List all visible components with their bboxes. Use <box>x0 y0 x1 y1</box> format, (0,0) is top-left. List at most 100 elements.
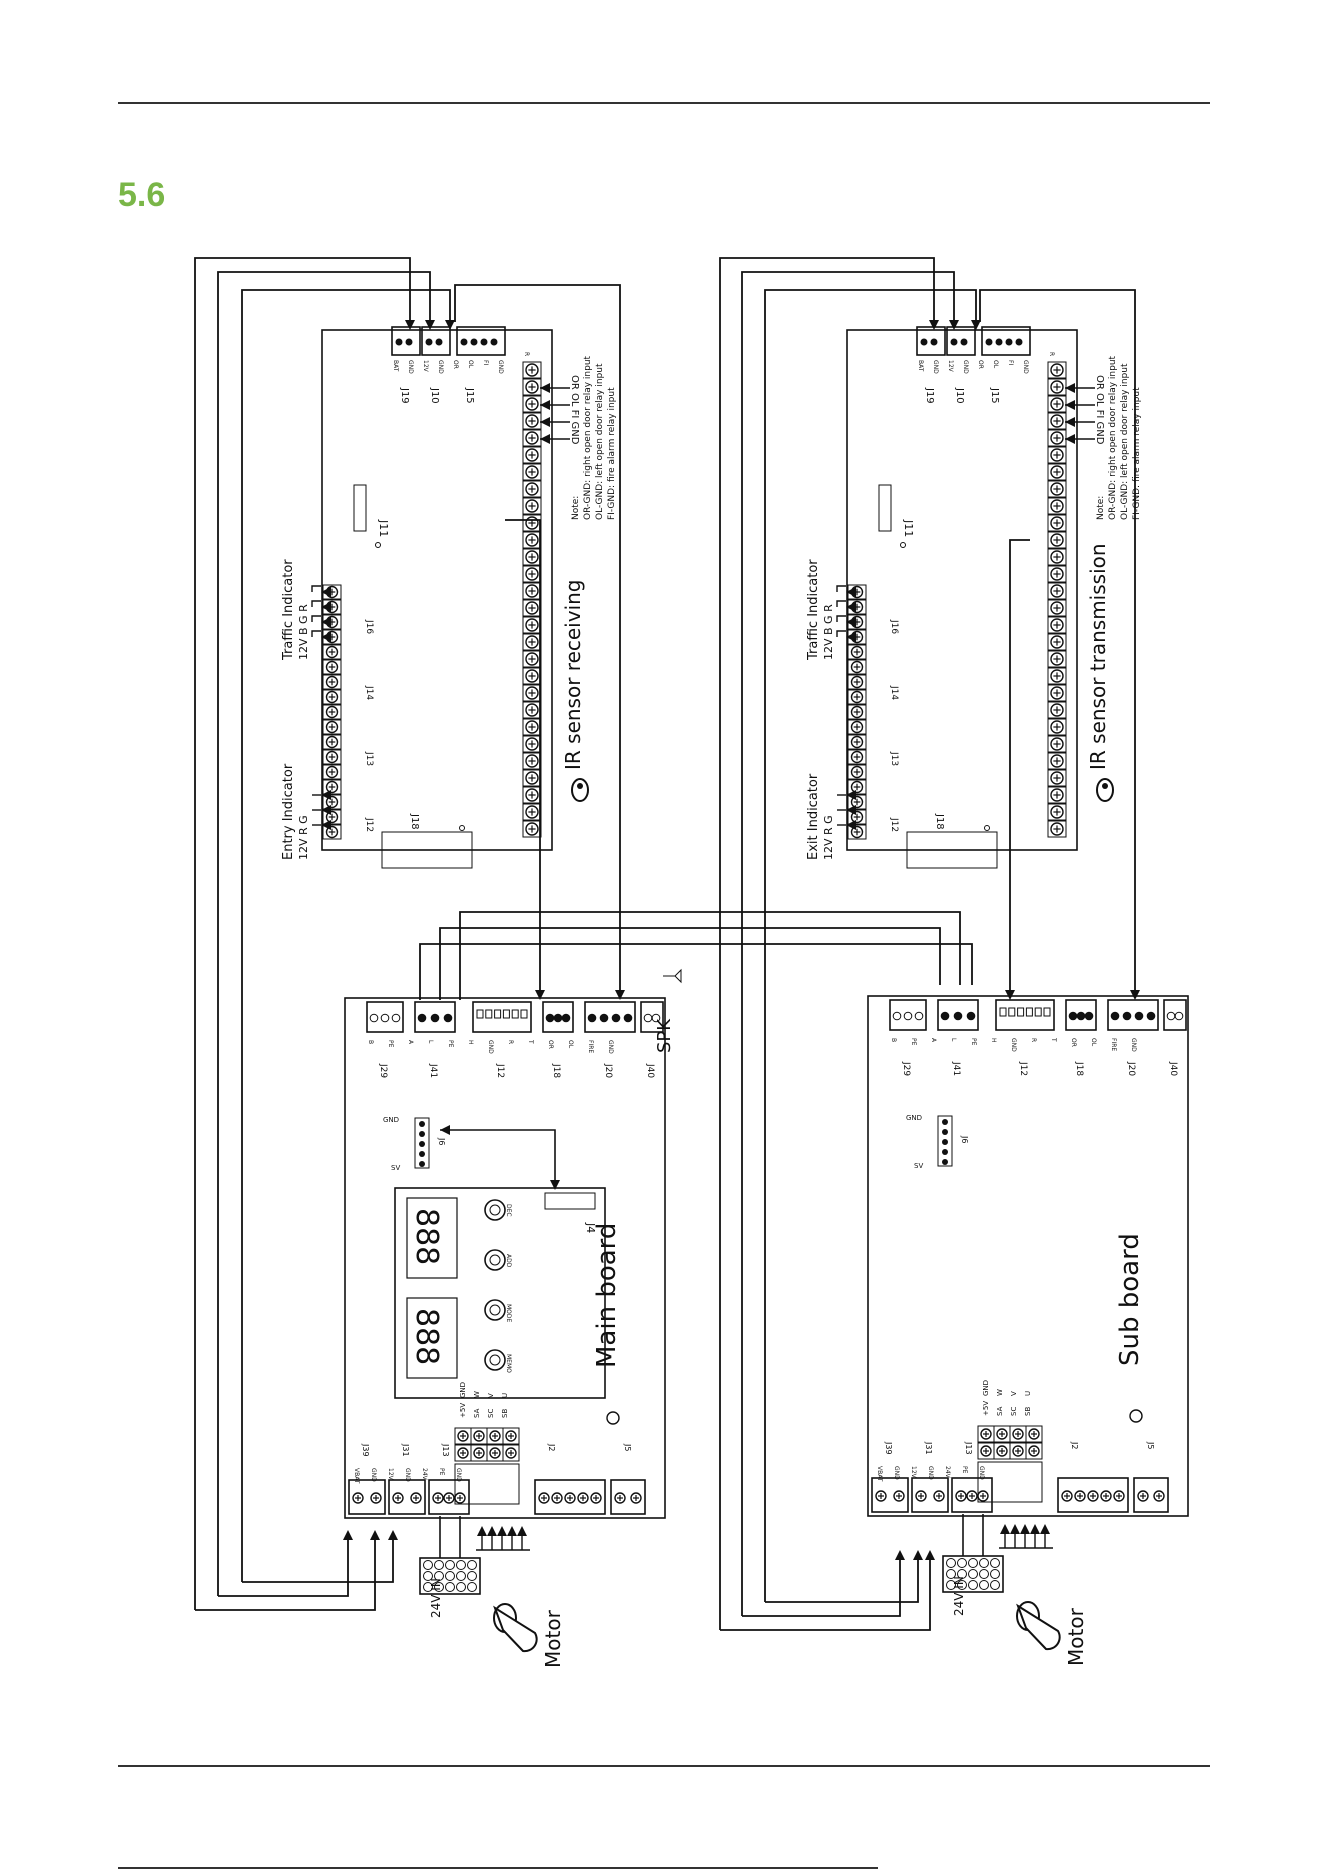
left-ind-arrow-0 <box>321 790 331 800</box>
left-j6-body <box>414 1117 430 1169</box>
left-traffic-arrow-0 <box>321 587 331 597</box>
left-ind-block-3: J12 <box>364 817 374 832</box>
right-top-dot-4-3 <box>1146 1011 1156 1021</box>
left-top-dot-0-2 <box>391 1013 401 1023</box>
right-top-pin-6: GND <box>1010 1038 1017 1052</box>
left-rterm-box-15 <box>522 616 542 634</box>
left-top-header-2: J12 <box>495 1063 505 1078</box>
left-j18-label: J18 <box>409 813 420 830</box>
right-j11-dot <box>900 542 906 548</box>
left-note-2: OL-GND: left open door relay input <box>595 363 605 520</box>
right-top-conn-1 <box>937 999 979 1031</box>
left-io-dot-2-2 <box>480 338 488 346</box>
right-ind-arrow-0 <box>846 790 856 800</box>
left-display-panel <box>394 1187 606 1399</box>
left-bot-pin-5: PE <box>438 1468 445 1476</box>
right-bot-conn-1 <box>911 1477 949 1513</box>
left-top-dot-1-0 <box>417 1013 427 1023</box>
left-lterm-box-4 <box>322 644 342 660</box>
right-j6-gnd: GND <box>906 1114 922 1122</box>
left-input-header: OR OL FI GND <box>569 375 580 445</box>
left-j6-sv: SV <box>391 1164 400 1172</box>
right-input-header: OR OL FI GND <box>1094 375 1105 445</box>
right-motor-arrow-0 <box>1000 1524 1010 1534</box>
left-note-1: OR-GND: right open door relay input <box>583 355 593 520</box>
right-bot-header-3: J2 <box>1070 1441 1079 1449</box>
right-top-pin-8: T <box>1050 1037 1057 1042</box>
left-board-hole <box>606 1411 620 1425</box>
left-j6-pin-1 <box>419 1131 425 1137</box>
right-j12-pin-1 <box>1008 1007 1016 1017</box>
right-rterm-box-10 <box>1047 531 1067 549</box>
left-top-dot-3-1 <box>553 1013 563 1023</box>
left-rterm-box-20 <box>522 701 542 719</box>
left-io-pin-1: GND <box>407 360 414 374</box>
right-top-dot-5-0 <box>1166 1011 1176 1021</box>
right-j18-label: J18 <box>934 813 945 830</box>
right-rterm-box-9 <box>1047 514 1067 532</box>
left-top-conn-3 <box>542 1001 574 1033</box>
right-motor-arrow-1 <box>1010 1524 1020 1534</box>
left-j6-j4-cable <box>440 1129 556 1180</box>
right-rterm-box-1 <box>1047 378 1067 396</box>
left-rterm-box-1 <box>522 378 542 396</box>
right-traffic-label: Traffic Indicator <box>806 559 821 661</box>
right-note-1: OR-GND: right open door relay input <box>1108 355 1118 520</box>
left-top-dot-5-0 <box>643 1013 653 1023</box>
right-rterm-box-3 <box>1047 412 1067 430</box>
right-j1-pin-1: SA <box>996 1406 1004 1416</box>
right-power-pin-0-0 <box>946 1558 956 1568</box>
right-rterm-box-21 <box>1047 718 1067 736</box>
left-top-header-0: J29 <box>378 1063 388 1078</box>
right-bot-header-0: J39 <box>884 1441 893 1455</box>
left-cable-arrow-0 <box>405 320 415 330</box>
right-top-pin-1: PE <box>910 1038 917 1046</box>
left-rterm-box-14 <box>522 599 542 617</box>
right-io-label-2: J15 <box>989 387 1000 404</box>
right-j6-pin-4 <box>942 1159 948 1165</box>
right-lterm-box-5 <box>847 659 867 675</box>
right-j6-pin-0 <box>942 1119 948 1125</box>
right-power-plug <box>942 1555 1004 1593</box>
right-top-conn-5 <box>1163 999 1187 1031</box>
left-j1-pin-3: SB <box>501 1409 509 1418</box>
left-rterm-box-27 <box>522 820 542 838</box>
left-cable-arrow-4 <box>615 990 625 1000</box>
left-j1-housing <box>454 1463 520 1505</box>
right-io-pin-3: GND <box>962 360 969 374</box>
left-ind-arrow-2 <box>321 820 331 830</box>
right-j6-label: J6 <box>960 1135 969 1143</box>
right-rterm-box-19 <box>1047 684 1067 702</box>
right-lterm-box-14 <box>847 794 867 810</box>
left-io-pin-3: GND <box>437 360 444 374</box>
left-io-mark: R <box>523 352 530 356</box>
left-bot-pin-0: VBAT <box>353 1468 360 1484</box>
left-power-pin-1-4 <box>467 1571 477 1581</box>
left-j6-pin-2 <box>419 1141 425 1147</box>
right-rterm-box-14 <box>1047 599 1067 617</box>
left-btn-inner-3 <box>489 1204 501 1216</box>
left-cable-arrow-6 <box>343 1530 353 1540</box>
left-ir-sensor-lens <box>577 783 583 789</box>
left-top-conn-5 <box>640 1001 664 1033</box>
right-j1-pin-3: SB <box>1024 1407 1032 1416</box>
left-top-pin-7: R <box>507 1040 514 1044</box>
right-power-pin-2-0 <box>946 1580 956 1590</box>
left-j12-pin-3 <box>502 1009 510 1019</box>
right-top-pin-0: B <box>890 1038 897 1042</box>
right-j1-pin-4: GND <box>982 1380 990 1396</box>
left-io-dot-1-0 <box>425 338 433 346</box>
right-cable-0 <box>719 257 935 1630</box>
left-rterm-box-6 <box>522 463 542 481</box>
left-cable-1 <box>217 271 431 1596</box>
left-traffic-label: Traffic Indicator <box>281 559 296 661</box>
right-bot-pin-2: 12V <box>910 1466 917 1479</box>
left-traffic-wire-1 <box>311 600 321 607</box>
right-top-header-1: J41 <box>951 1061 961 1076</box>
left-rterm-box-17 <box>522 650 542 668</box>
right-top-conn-4 <box>1107 999 1159 1031</box>
left-display-right <box>406 1297 458 1379</box>
right-motor-icon-body <box>1016 1603 1061 1651</box>
right-top-dot-3-1 <box>1076 1011 1086 1021</box>
right-motor-arrow-2 <box>1020 1524 1030 1534</box>
